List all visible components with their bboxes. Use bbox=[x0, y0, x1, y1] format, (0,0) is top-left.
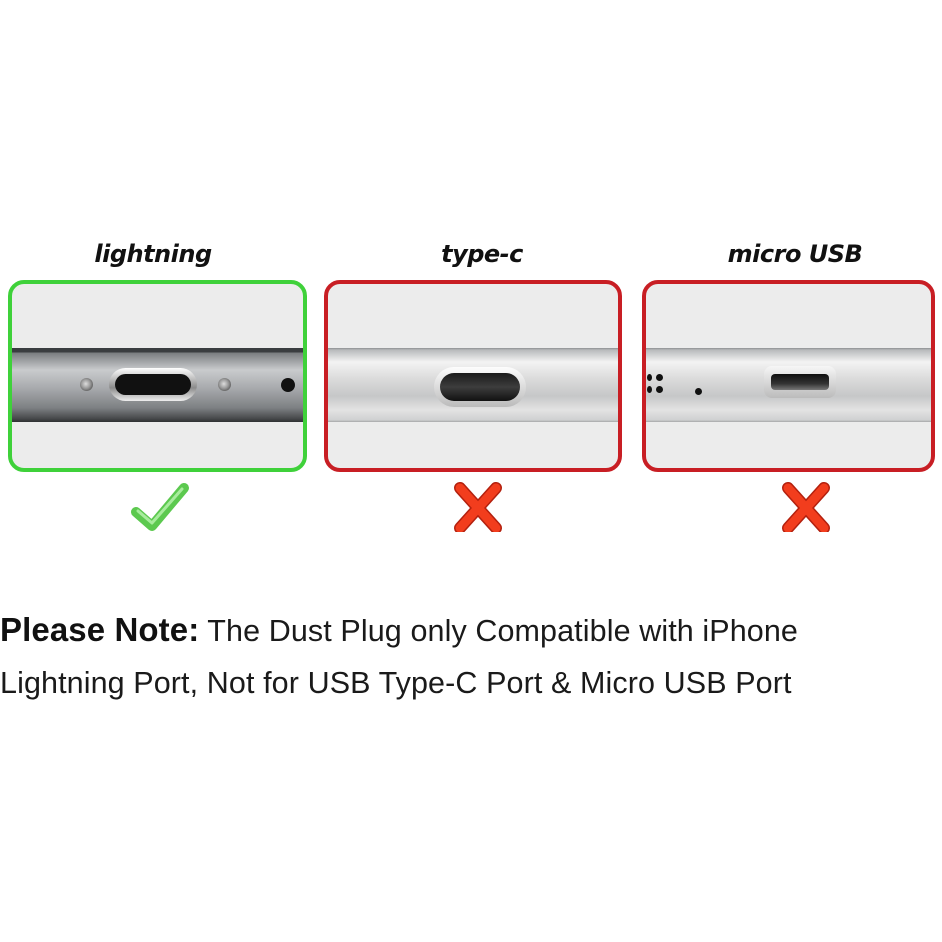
micro-usb-port-icon bbox=[764, 366, 836, 398]
speaker-hole-icon bbox=[647, 386, 652, 393]
speaker-hole-icon bbox=[656, 386, 663, 393]
speaker-hole-icon bbox=[656, 374, 663, 381]
lightning-port-image bbox=[8, 280, 307, 472]
lightning-port-icon bbox=[109, 368, 197, 401]
phone-edge-light bbox=[646, 348, 931, 422]
note-line-2: Lightning Port, Not for USB Type-C Port … bbox=[0, 666, 792, 700]
type-c-port-image bbox=[324, 280, 622, 472]
phone-edge-light bbox=[328, 348, 618, 422]
screw-icon bbox=[218, 378, 231, 391]
note-heading: Please Note: bbox=[0, 611, 200, 648]
speaker-hole-icon bbox=[647, 374, 652, 381]
compatibility-note: Please Note: The Dust Plug only Compatib… bbox=[0, 604, 942, 709]
type-c-port-icon bbox=[434, 367, 526, 407]
check-mark-icon bbox=[131, 483, 189, 531]
speaker-hole-icon bbox=[303, 378, 307, 392]
lightning-label: lightning bbox=[94, 240, 212, 268]
phone-edge-dark bbox=[12, 348, 303, 422]
speaker-hole-icon bbox=[281, 378, 295, 392]
cross-mark-icon bbox=[454, 482, 502, 532]
mic-hole-icon bbox=[695, 388, 702, 395]
type-c-label: type-c bbox=[441, 240, 523, 268]
micro-usb-port-image bbox=[642, 280, 935, 472]
screw-icon bbox=[80, 378, 93, 391]
micro-usb-label: micro USB bbox=[727, 240, 863, 268]
note-line-1: Please Note: The Dust Plug only Compatib… bbox=[0, 604, 942, 657]
cross-mark-icon bbox=[782, 482, 830, 532]
note-text-1: The Dust Plug only Compatible with iPhon… bbox=[199, 614, 798, 648]
